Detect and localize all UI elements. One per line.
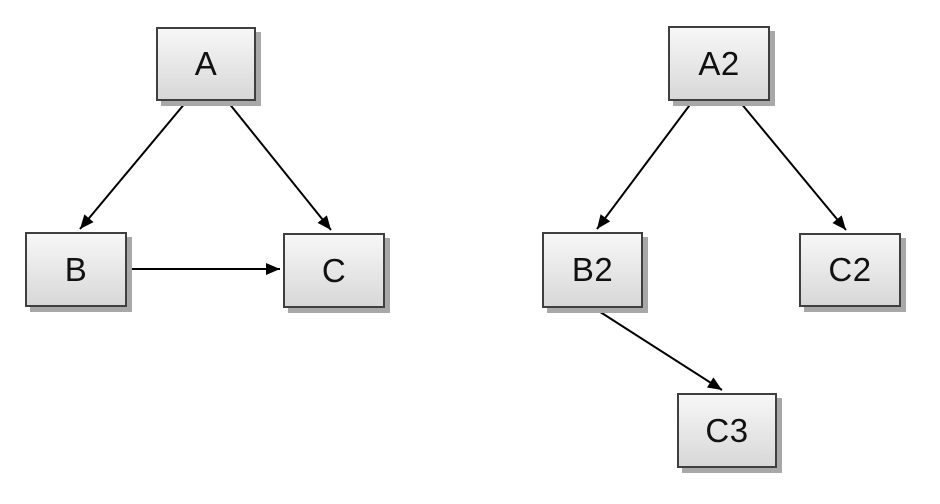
node-a2: A2 [668, 26, 770, 101]
edge-a2-to-b2 [596, 101, 693, 230]
node-a: A [156, 27, 256, 101]
node-c3: C3 [677, 393, 777, 468]
edge-a-to-c [227, 101, 332, 231]
node-b2: B2 [542, 232, 643, 308]
node-c: C [283, 233, 385, 308]
edge-a-to-b [79, 101, 187, 230]
edge-a2-to-c2 [739, 101, 847, 231]
edge-b2-to-c3 [593, 307, 723, 391]
node-b: B [25, 232, 127, 307]
node-c2: C2 [799, 233, 901, 307]
